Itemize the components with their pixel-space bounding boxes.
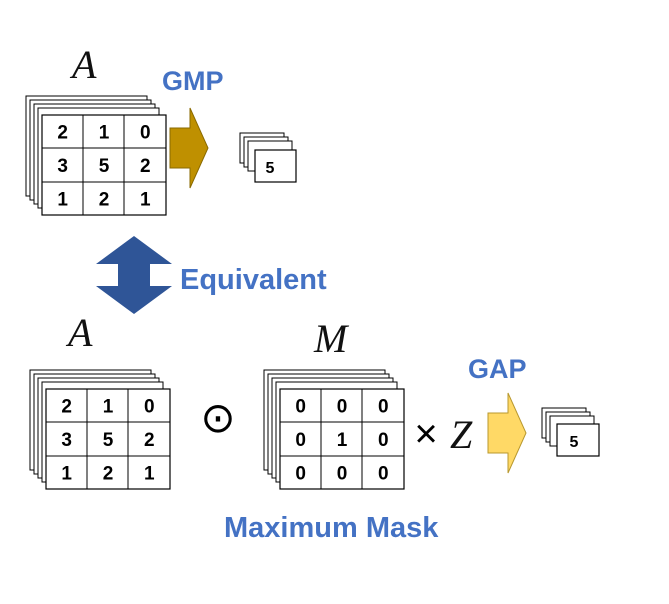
matrix-a-bottom: 2 1 0 3 5 2 1 2 1 — [45, 388, 171, 490]
equivalent-label: Equivalent — [180, 264, 327, 296]
matrix-cell: 0 — [378, 430, 389, 451]
matrix-cell: 0 — [295, 397, 306, 418]
symbol-a-top: A — [69, 42, 97, 87]
matrix-cell: 1 — [337, 430, 348, 451]
matrix-m: 0 0 0 0 1 0 0 0 0 — [279, 388, 405, 490]
symbol-m: M — [313, 316, 350, 361]
matrix-cell: 1 — [140, 189, 151, 210]
times-operator: × — [414, 412, 437, 456]
matrix-cell: 0 — [337, 463, 348, 484]
matrix-cell: 0 — [144, 397, 155, 418]
matrix-cell: 5 — [99, 156, 110, 177]
symbol-a-bottom: A — [65, 310, 93, 355]
matrix-cell: 3 — [57, 156, 68, 177]
gap-arrow — [487, 392, 527, 474]
gap-output-value: 5 — [570, 434, 579, 451]
matrix-cell: 1 — [61, 463, 72, 484]
equivalent-double-arrow — [96, 236, 172, 314]
matrix-cell: 0 — [378, 463, 389, 484]
matrix-cell: 2 — [99, 189, 110, 210]
maximum-mask-label: Maximum Mask — [224, 512, 439, 544]
matrix-cell: 2 — [140, 156, 151, 177]
matrix-cell: 1 — [57, 189, 68, 210]
gmp-label: GMP — [162, 66, 224, 96]
gmp-arrow — [169, 107, 209, 189]
matrix-cell: 2 — [144, 430, 155, 451]
matrix-cell: 3 — [61, 430, 72, 451]
matrix-cell: 1 — [144, 463, 155, 484]
matrix-cell: 2 — [57, 123, 68, 144]
gmp-output-value: 5 — [266, 160, 275, 177]
matrix-cell: 5 — [103, 430, 114, 451]
matrix-cell: 2 — [103, 463, 114, 484]
gap-label: GAP — [468, 354, 527, 384]
matrix-cell: 0 — [337, 397, 348, 418]
output-stack-top: 5 — [239, 132, 297, 183]
hadamard-operator: ⊙ — [200, 394, 235, 441]
matrix-cell: 0 — [140, 123, 151, 144]
matrix-cell: 2 — [61, 397, 72, 418]
matrix-cell: 1 — [99, 123, 110, 144]
matrix-cell: 0 — [378, 397, 389, 418]
symbol-z: Z — [450, 412, 473, 457]
matrix-cell: 1 — [103, 397, 114, 418]
matrix-a-top: 2 1 0 3 5 2 1 2 1 — [41, 114, 167, 216]
matrix-cell: 0 — [295, 430, 306, 451]
matrix-cell: 0 — [295, 463, 306, 484]
output-stack-bottom: 5 — [541, 407, 600, 457]
